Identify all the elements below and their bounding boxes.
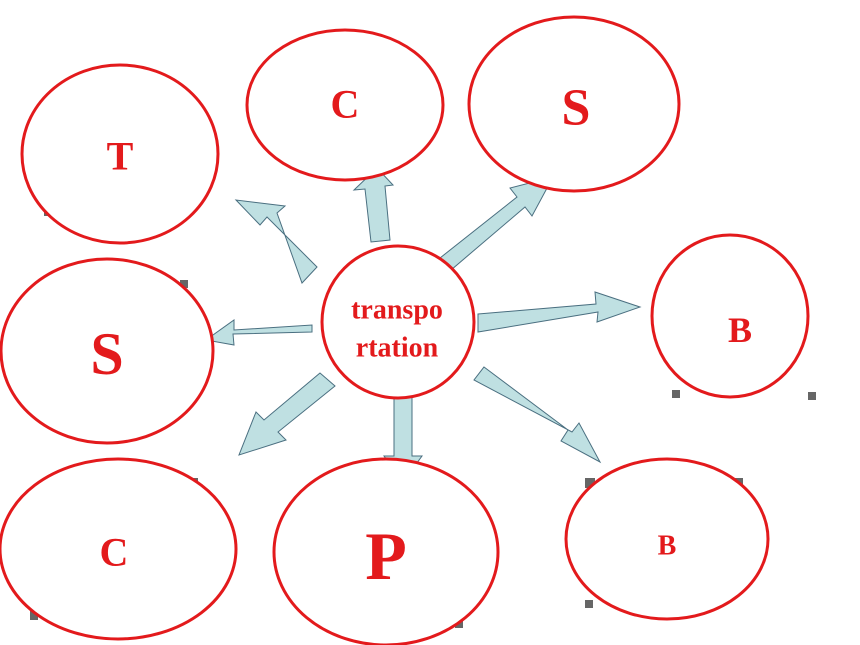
node-c-bottom-left: C <box>0 457 238 641</box>
arrow-to-b-bottom-right <box>473 366 602 464</box>
node-label-p: P <box>365 518 407 594</box>
node-label-b: B <box>658 531 677 562</box>
shadow-mark <box>30 610 38 620</box>
center-circle <box>320 244 476 400</box>
node-ellipse <box>272 457 500 645</box>
node-label-s: S <box>562 80 591 137</box>
shadow-mark <box>585 478 595 488</box>
node-ellipse <box>467 15 681 193</box>
arrow-to-s-top-right <box>439 176 554 271</box>
arrow-to-c-top <box>352 167 395 243</box>
node-ellipse <box>564 457 770 621</box>
node-ellipse <box>20 63 220 245</box>
shadow-mark <box>672 390 680 398</box>
node-s-top-right: S <box>467 15 681 193</box>
shadow-mark <box>585 600 593 608</box>
node-label-c: C <box>100 530 129 575</box>
node-ellipse <box>0 257 215 445</box>
node-label-c: C <box>331 82 360 127</box>
node-center-transportation: transpo rtation <box>320 244 476 400</box>
node-label-t: T <box>107 134 134 179</box>
center-label-line2: rtation <box>356 333 439 364</box>
arrow-to-b-right <box>477 291 642 333</box>
shadow-mark <box>808 392 816 400</box>
arrows <box>204 167 642 483</box>
node-b-right: B <box>650 233 810 399</box>
center-label-line1: transpo <box>351 295 443 326</box>
shadow-mark <box>180 280 188 288</box>
arrow-to-t-top-left <box>234 199 318 284</box>
node-ellipse <box>650 233 810 399</box>
arrow-to-c-bottom-left <box>238 372 336 456</box>
node-c-top: C <box>245 28 445 182</box>
node-ellipse <box>245 28 445 182</box>
node-label-b: B <box>728 310 752 350</box>
node-label-s: S <box>90 321 123 387</box>
node-b-bottom-right: B <box>564 457 770 621</box>
node-ellipse <box>0 457 238 641</box>
node-p-bottom: P <box>272 457 500 645</box>
node-t-top-left: T <box>20 63 220 245</box>
arrow-to-s-left <box>204 319 313 346</box>
node-s-left: S <box>0 257 215 445</box>
